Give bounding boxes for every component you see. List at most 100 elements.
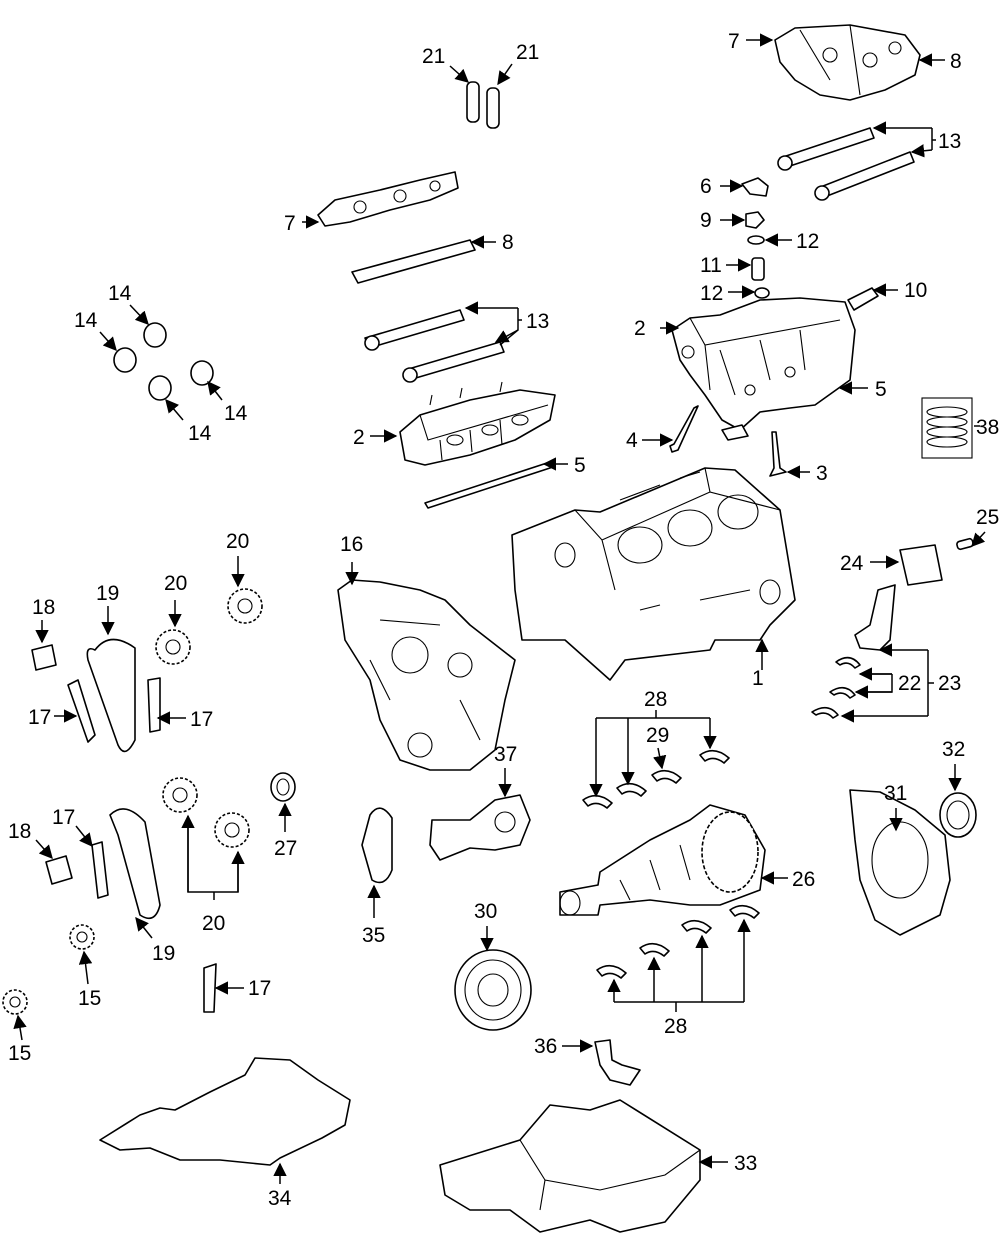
- callout-35: 35: [362, 924, 385, 947]
- valve-spring-retainer: [745, 211, 765, 229]
- callout-14: 14: [74, 309, 98, 332]
- callout-31: 31: [884, 782, 907, 805]
- main-bearings-upper: [582, 749, 730, 809]
- callout-37: 37: [494, 743, 517, 766]
- head-gasket-left: [424, 461, 554, 509]
- callout-22: 22: [898, 672, 921, 695]
- callout-2: 2: [353, 426, 365, 449]
- callout-32: 32: [942, 738, 965, 761]
- callout-12: 12: [700, 282, 723, 305]
- piston-rings: [921, 397, 973, 459]
- callout-20: 20: [202, 912, 225, 935]
- rod-bearings: [811, 656, 861, 719]
- callout-16: 16: [340, 533, 363, 556]
- callout-36: 36: [534, 1035, 557, 1058]
- camshaft-left: [364, 309, 505, 383]
- tensioner-upper: [31, 644, 57, 671]
- callout-28: 28: [644, 688, 667, 711]
- rear-main-seal: [939, 792, 977, 838]
- seal-rings: [113, 322, 214, 401]
- callout-29: 29: [646, 724, 669, 747]
- callout-5: 5: [875, 378, 887, 401]
- callout-23: 23: [938, 672, 961, 695]
- callout-14: 14: [188, 422, 212, 445]
- callout-19: 19: [96, 582, 119, 605]
- callout-15: 15: [8, 1042, 31, 1065]
- callout-14: 14: [224, 402, 248, 425]
- callout-25: 25: [976, 506, 999, 529]
- engine-block: [511, 467, 796, 681]
- cylinder-head-right: [671, 297, 856, 441]
- callout-20: 20: [226, 530, 249, 553]
- connecting-rod: [854, 584, 896, 651]
- callout-27: 27: [274, 837, 297, 860]
- callout-14: 14: [108, 282, 132, 305]
- valve-cover-left: [317, 171, 459, 227]
- callout-17: 17: [52, 806, 75, 829]
- callout-8: 8: [950, 50, 962, 73]
- callout-7: 7: [284, 212, 296, 235]
- exhaust-valve: [669, 405, 699, 453]
- valve-cover-gasket-left: [351, 239, 476, 284]
- chain-guide-2: [147, 677, 161, 733]
- callout-1: 1: [752, 667, 764, 690]
- callout-9: 9: [700, 209, 712, 232]
- piston-pin: [956, 537, 974, 551]
- callout-3: 3: [816, 462, 828, 485]
- timing-cover: [337, 579, 516, 771]
- callout-21: 21: [422, 45, 445, 68]
- callout-30: 30: [474, 900, 497, 923]
- callout-6: 6: [700, 175, 712, 198]
- callout-28: 28: [664, 1015, 687, 1038]
- callout-18: 18: [8, 820, 31, 843]
- callout-13: 13: [526, 310, 549, 333]
- callout-19: 19: [152, 942, 175, 965]
- piston: [899, 544, 943, 586]
- spring-seat-upper: [747, 235, 765, 245]
- callout-11: 11: [700, 254, 722, 277]
- chain-guide-1: [67, 679, 96, 743]
- callout-21: 21: [516, 41, 539, 64]
- crank-sprockets: [2, 924, 95, 1015]
- cam-sprockets: [155, 588, 263, 848]
- timing-chain-oilpump: [361, 807, 393, 884]
- chain-guide-3: [91, 841, 109, 899]
- tensioner-lower: [45, 855, 73, 885]
- callout-4: 4: [626, 429, 638, 452]
- spring-seat-lower: [754, 287, 770, 299]
- crankshaft: [559, 804, 766, 916]
- callout-17: 17: [190, 708, 213, 731]
- timing-chain-upper: [86, 638, 136, 753]
- timing-chain-lower: [109, 808, 161, 920]
- oil-pan: [439, 1099, 701, 1233]
- callout-18: 18: [32, 596, 55, 619]
- chain-guide-4: [203, 963, 217, 1013]
- valve-cover-right: [774, 24, 921, 101]
- rear-seal-retainer: [849, 789, 951, 936]
- oil-pan-gasket: [99, 1057, 351, 1166]
- callout-13: 13: [938, 130, 961, 153]
- callout-10: 10: [904, 279, 927, 302]
- oil-pump: [429, 794, 531, 861]
- callout-7: 7: [728, 30, 740, 53]
- callout-34: 34: [268, 1187, 292, 1210]
- callout-33: 33: [734, 1152, 757, 1175]
- callout-2: 2: [634, 317, 646, 340]
- camshaft-right: [777, 127, 915, 201]
- valve-spring: [751, 257, 765, 281]
- cylinder-head-left: [399, 381, 556, 466]
- callout-labels: 1 2 2 3 4 5 5 6 7 7 8 8 9 10 11 12 12 13…: [8, 30, 999, 1210]
- callout-15: 15: [78, 987, 101, 1010]
- main-bearings-lower: [596, 904, 760, 979]
- front-crank-seal: [270, 772, 296, 802]
- callout-17: 17: [28, 706, 51, 729]
- callout-26: 26: [792, 868, 815, 891]
- lash-adjuster: [847, 287, 879, 311]
- callout-20: 20: [164, 572, 187, 595]
- callout-12: 12: [796, 230, 819, 253]
- callout-8: 8: [502, 231, 514, 254]
- callout-24: 24: [840, 552, 864, 575]
- rocker-arm: [741, 177, 769, 197]
- cam-solenoids: [466, 81, 500, 129]
